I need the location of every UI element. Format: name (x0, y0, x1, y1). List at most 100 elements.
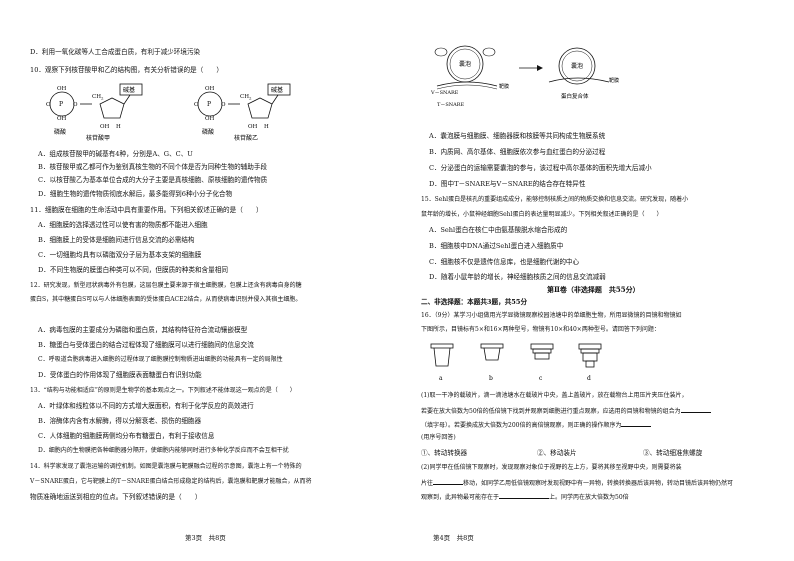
q15-option-a: A．Sehl蛋白在核仁中由氨基酸脱水缩合形成的 (429, 226, 568, 234)
q16-part2-1: (2)同学甲在低倍镜下观察时，发现观察对象位于视野的左上方，要将其移至视野中央，… (421, 464, 682, 471)
svg-text:O: O (46, 102, 51, 108)
q11-stem: 11．细胞膜在细胞的生命活动中具有重要作用。下列相关叙述正确的是（ ） (30, 206, 263, 214)
svg-text:OH: OH (57, 116, 67, 122)
svg-text:P: P (207, 101, 211, 108)
q14-stem-3: 物质准确地运送到相应的位点。下列叙述错误的是（ ） (30, 493, 202, 501)
q12-option-a: A．病毒包膜的主要成分为磷脂和蛋白质，其结构特征符合流动镶嵌模型 (38, 326, 248, 334)
answer-blank-1[interactable] (680, 406, 711, 413)
section2-title: 第Ⅱ卷（非选择题 共55分） (547, 285, 640, 294)
q14-stem-2: V－SNARE蛋白，它与靶膜上的T－SNARE蛋白结合形成稳定的结构后，囊泡膜和… (30, 478, 312, 485)
svg-text:碱基: 碱基 (271, 86, 283, 94)
q13-option-b: B．溶酶体内含有水解酶，得以分解衰老、损伤的细胞器 (38, 417, 202, 425)
vesicle-after: 囊泡 靶膜 蛋白复合体 (548, 47, 619, 100)
svg-text:囊泡: 囊泡 (459, 60, 471, 68)
q14-option-b: B．内质网、高尔基体、细胞膜依次参与血红蛋白的分泌过程 (429, 148, 606, 156)
nucleotide-jia: OH O P O OH 磷酸 CH2 OH H 碱基 核苷酸甲 (46, 83, 143, 142)
svg-text:OH: OH (248, 124, 258, 130)
q9-option-d: D．利用一氧化碳等人工合成蛋白质，有利于减少环境污染 (30, 48, 201, 56)
svg-text:d: d (587, 375, 591, 382)
step-3: ③、转动细准焦螺旋 (643, 449, 703, 457)
lens-b: b (480, 343, 504, 382)
svg-text:囊泡: 囊泡 (571, 62, 583, 70)
q15-stem-2: 鼠年龄的增长，小鼠神经细胞Sehl蛋白的表达量明显减少。下列相关叙述正确的是（ … (421, 211, 663, 218)
q10-option-b: B．核苷酸甲或乙都可作为鉴别真核生物的不同个体是否为同种生物的辅助手段 (38, 163, 268, 171)
answer-blank-4[interactable] (499, 492, 550, 499)
svg-text:H: H (116, 124, 121, 130)
svg-text:b: b (489, 375, 493, 382)
q13-stem: 13．“结构与功能相适应”的原则是生物学的基本观点之一。下列叙述不能体现这一观点… (30, 387, 296, 394)
q16-stem-1: 16．（9分）某学习小组做用光学显微镜观察校园池塘中的单细胞生物，所用显微镜的目… (421, 312, 682, 319)
q12-option-d: D．受体蛋白的作用体现了细胞膜表面糖蛋白有识别功能 (38, 371, 202, 379)
lens-a: a (430, 343, 454, 382)
q15-option-c: C．细胞核不仅是遗传信息库，也是细胞代谢的中心 (429, 258, 580, 266)
page-footer-left: 第3页 共8页 (185, 534, 226, 542)
svg-text:磷酸: 磷酸 (202, 128, 214, 136)
svg-text:P: P (59, 101, 63, 108)
svg-text:a: a (439, 375, 443, 382)
q16-part1-4: (用序号回答) (421, 434, 456, 441)
q15-option-d: D．随着小鼠年龄的增长，神经细胞核质之间的信息交流减弱 (429, 273, 606, 281)
q16-stem-2: 下图所示，目镜标有5×和16×两种型号，物镜有10×和40×两种型号。请回答下列… (421, 326, 660, 333)
svg-text:蛋白复合体: 蛋白复合体 (561, 92, 589, 100)
svg-text:核苷酸乙: 核苷酸乙 (234, 134, 258, 142)
step-1: ①、转动转换器 (421, 449, 468, 457)
svg-text:碱基: 碱基 (123, 86, 135, 94)
answer-blank-2[interactable] (621, 420, 652, 427)
q10-option-c: C．以核苷酸乙为基本单位合成的大分子主要是真核细胞、原核细胞的遗传物质 (38, 176, 268, 184)
q12-option-c: C．呼吸道合胞病毒进入细胞的过程体现了细胞膜控制物质进出细胞的功能具有一定的局限… (38, 356, 283, 363)
svg-text:H: H (264, 124, 269, 130)
svg-text:靶膜: 靶膜 (609, 77, 619, 84)
q16-part2-2: 片往移动，如同学乙用低倍镜观察时发现视野中有一异物，转换转换器后该异物，转动目镜… (421, 478, 734, 487)
answer-blank-3[interactable] (433, 478, 464, 485)
q16-part1-2: 若要在放大倍数为50倍的低倍镜下找到并观察到细胞进行重点观察，应选用的目镜和物镜… (421, 406, 711, 416)
page-footer-right: 第4页 共8页 (433, 534, 474, 542)
q16-part2-3: 观察到，此异物最可能存在于上。同学丙在放大倍数为50倍 (421, 492, 629, 501)
q14-option-d: D．图中T－SNARE与V－SNARE的结合存在特异性 (429, 180, 586, 188)
right-column: 囊泡 V－SNARE 靶膜 T－SNARE 囊泡 靶膜 蛋白复合体 A．囊泡膜与… (397, 0, 794, 561)
svg-text:T－SNARE: T－SNARE (437, 102, 465, 108)
q12-stem-2: 蛋白S，其中糖蛋白S可以与人体细胞表面的受体蛋白ACE2结合，从而使病毒识别并侵… (30, 296, 302, 303)
q13-option-c: C．人体细胞的细胞膜两侧均分布有糖蛋白，有利于接收信息 (38, 432, 215, 440)
q11-option-b: B．细胞膜上的受体是细胞间进行信息交流的必需结构 (38, 236, 195, 244)
lens-d: d (578, 343, 602, 382)
nucleotide-yi: OH O P O OH 磷酸 CH2 OH H 碱基 核苷酸乙 (194, 83, 291, 142)
q16-part1-3: （填字母）。若要换成放大倍数为200倍的高倍镜观察，则正确的操作顺序为 (421, 420, 652, 430)
q14-option-a: A．囊泡膜与细胞膜、细胞器膜和核膜等共同构成生物膜系统 (429, 132, 606, 140)
lens-figure: a b c d (430, 343, 602, 382)
svg-text:c: c (539, 375, 543, 382)
svg-text:靶膜: 靶膜 (499, 83, 509, 90)
left-column: D．利用一氧化碳等人工合成蛋白质，有利于减少环境污染 10．观察下列核苷酸甲和乙… (30, 48, 312, 542)
svg-text:OH: OH (205, 116, 215, 122)
vesicle-fusion-figure: 囊泡 V－SNARE 靶膜 T－SNARE 囊泡 靶膜 蛋白复合体 (430, 45, 619, 108)
q11-option-a: A．细胞膜的选择透过性可以使有害的物质都不能进入细胞 (38, 221, 208, 229)
q10-option-d: D．细胞生物的遗传物质彻底水解后，最多能得到6种小分子化合物 (38, 190, 233, 198)
svg-text:O: O (73, 102, 78, 108)
nucleotide-figure: OH O P O OH 磷酸 CH2 OH H 碱基 核苷酸甲 OH O (46, 83, 291, 142)
svg-text:V－SNARE: V－SNARE (430, 90, 459, 96)
lens-c: c (530, 343, 554, 382)
q15-option-b: B．细胞核中DNA通过Sehl蛋白进入细胞质中 (429, 242, 564, 250)
svg-text:OH: OH (100, 124, 110, 130)
q15-stem-1: 15．Sehl蛋白是核孔的重要组成成分，能够控制核质之间的物质交换和信息交流。研… (421, 196, 689, 203)
q16-part1-1: (1)取一干净的载玻片，滴一滴池塘水在载玻片中央，盖上盖玻片，放在载物台上用压片… (421, 392, 688, 399)
q12-stem-1: 12．研究发现，新型冠状病毒外有包膜，这层包膜主要来源于宿主细胞膜，包膜上还含有… (30, 282, 302, 289)
svg-text:磷酸: 磷酸 (54, 128, 66, 136)
q10-stem: 10．观察下列核苷酸甲和乙的结构图，有关分析错误的是（ ） (30, 66, 224, 74)
q12-option-b: B．糖蛋白与受体蛋白的结合过程体现了细胞膜可以进行细胞间的信息交流 (38, 341, 254, 349)
svg-text:CH2: CH2 (240, 94, 252, 101)
q14-stem-1: 14．科学家发现了囊泡运输的调控机制。如图是囊泡膜与靶膜融合过程的示意图，囊泡上… (30, 463, 302, 470)
svg-text:OH: OH (57, 86, 67, 92)
q11-option-c: C．一切细胞均具有以磷脂双分子层为基本支架的细胞膜 (38, 251, 202, 259)
svg-text:CH2: CH2 (92, 94, 104, 101)
step-2: ②、移动装片 (537, 449, 577, 457)
svg-text:O: O (194, 102, 199, 108)
svg-text:O: O (221, 102, 226, 108)
q13-option-d: D．细胞内的生物膜把各种细胞器分隔开，使细胞内能够同时进行多种化学反应而不会互相… (38, 447, 289, 454)
section2-heading: 二、非选择题：本题共3题，共55分 (421, 298, 528, 306)
q10-option-a: A．组成核苷酸甲的碱基有4种，分别是A、G、C、U (38, 150, 193, 158)
svg-text:OH: OH (205, 86, 215, 92)
q13-option-a: A．叶绿体和线粒体以不同的方式增大膜面积，有利于化学反应的高效进行 (38, 402, 254, 410)
svg-text:核苷酸甲: 核苷酸甲 (86, 134, 110, 142)
q14-option-c: C．分泌蛋白的运输需要囊泡的参与，该过程中高尔基体的面积先增大后减小 (429, 164, 652, 172)
